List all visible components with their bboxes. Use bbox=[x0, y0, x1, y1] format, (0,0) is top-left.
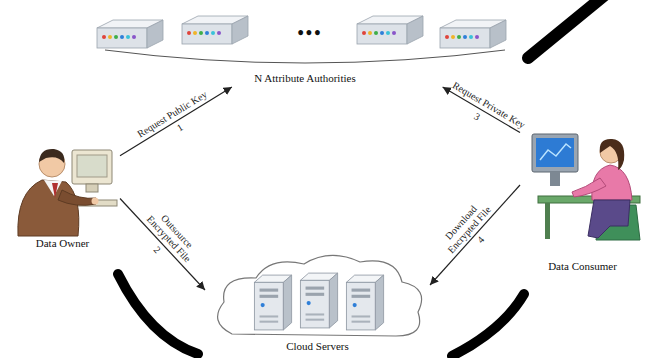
data-owner-figure bbox=[18, 149, 117, 236]
cloud-servers: Cloud Servers bbox=[205, 255, 430, 355]
node-label: Data Consumer bbox=[548, 260, 617, 273]
edge-label: Request Public Key bbox=[135, 89, 208, 140]
arrow-connector bbox=[120, 87, 232, 156]
data-consumer: Data Consumer bbox=[520, 125, 645, 275]
server-row bbox=[97, 16, 506, 63]
node-label: Cloud Servers bbox=[286, 340, 349, 353]
edge-label: Outsource Encrypted File bbox=[140, 201, 205, 269]
data-owner: Data Owner bbox=[5, 145, 120, 252]
arrow-connector bbox=[120, 199, 205, 291]
step-number: 3 bbox=[473, 111, 482, 122]
authority-group: N Attribute Authorities bbox=[90, 5, 520, 87]
cloud-figure bbox=[218, 255, 422, 336]
edge-label: Request Private Key bbox=[451, 79, 527, 130]
data-consumer-figure bbox=[532, 134, 640, 240]
arrow-connector bbox=[430, 185, 520, 285]
node-label: Data Owner bbox=[36, 237, 89, 250]
black-stroke bbox=[118, 0, 605, 356]
edge-label: Download Encrypted File bbox=[432, 192, 497, 260]
step-number: 4 bbox=[476, 235, 487, 245]
step-number: 1 bbox=[175, 123, 184, 134]
ellipsis-mark: ••• bbox=[298, 24, 323, 42]
step-number: 2 bbox=[151, 244, 162, 254]
node-label: N Attribute Authorities bbox=[254, 72, 355, 85]
